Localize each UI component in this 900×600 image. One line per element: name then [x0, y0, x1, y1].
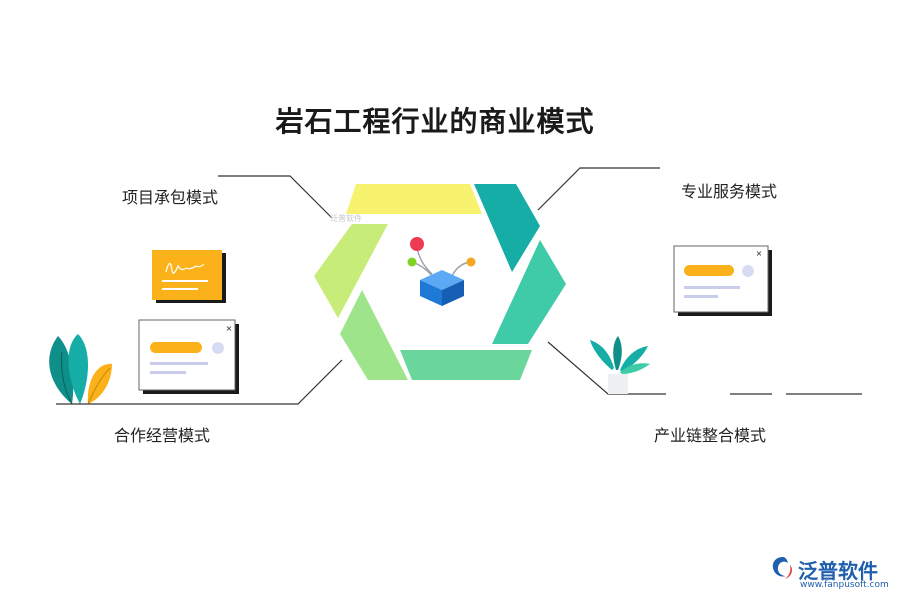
connector-bottom-right	[547, 341, 666, 395]
diagram-title: 岩石工程行业的商业模式	[275, 105, 595, 138]
signed-document-card	[152, 250, 226, 303]
brand-name: 泛普软件	[798, 559, 878, 583]
dialog-card-left: ×	[138, 319, 239, 394]
connector-top-left	[218, 175, 333, 219]
dialog-card-right: ×	[673, 245, 772, 316]
label-cooperative-operation: 合作经营模式	[114, 426, 211, 445]
svg-text:×: ×	[756, 249, 763, 258]
hex-segment-lower-right	[492, 240, 566, 344]
leaf-plant-illustration	[49, 334, 228, 405]
connector-top-right	[537, 167, 660, 211]
connector-bottom-left	[228, 359, 343, 405]
label-project-contracting: 项目承包模式	[122, 188, 219, 207]
hex-segment-lower-left	[340, 290, 408, 380]
label-professional-service: 专业服务模式	[681, 182, 778, 201]
hex-segment-upper-right	[474, 184, 540, 272]
brand-url: www.fanpusoft.com	[800, 580, 889, 590]
hex-segment-bottom	[400, 350, 532, 380]
potted-plant-illustration	[590, 336, 650, 394]
hex-segment-upper-left	[314, 224, 388, 318]
svg-text:×: ×	[226, 324, 233, 333]
brand-swirl-icon	[772, 557, 793, 579]
hex-segment-top	[346, 184, 482, 214]
center-box-icon	[407, 237, 476, 306]
watermark-text: 泛普软件	[330, 214, 362, 223]
label-industry-chain-integration: 产业链整合模式	[654, 426, 767, 445]
brand-logo: 泛普软件 www.fanpusoft.com	[770, 553, 895, 593]
